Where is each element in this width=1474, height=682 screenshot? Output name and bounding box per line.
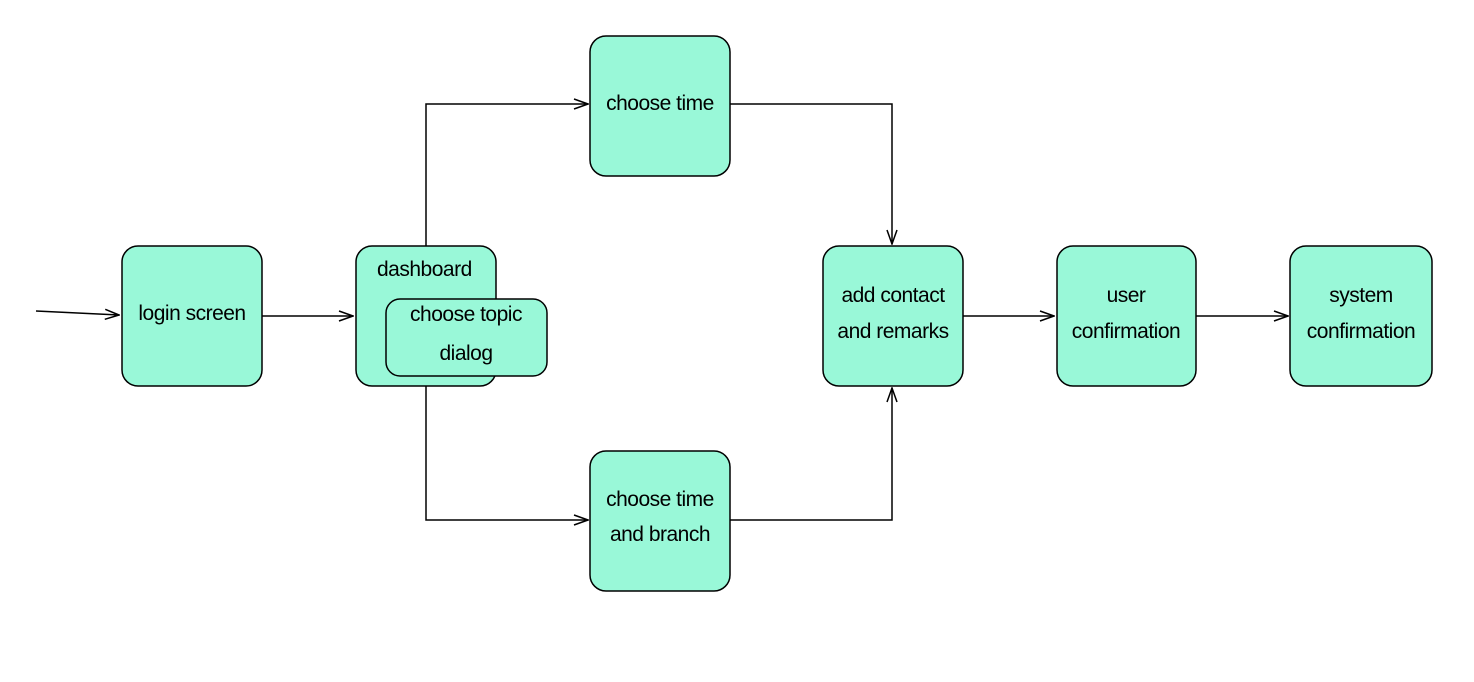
node-system-confirmation-label-1: system (1329, 284, 1393, 307)
node-add-contact-label-2: and remarks (837, 320, 948, 343)
node-choose-time: choose time (589, 35, 731, 177)
node-choose-time-and-branch-label-2: and branch (610, 523, 710, 546)
node-user-confirmation-label-2: confirmation (1072, 320, 1180, 343)
node-system-confirmation-label-2: confirmation (1307, 320, 1415, 343)
node-user-confirmation: user confirmation (1056, 245, 1197, 387)
edge-dashboard-to-choose-time (425, 104, 588, 246)
node-add-contact-and-remarks: add contact and remarks (822, 245, 964, 387)
node-choose-time-and-branch: choose time and branch (589, 450, 731, 592)
node-dashboard-label: dashboard (377, 258, 472, 281)
edge-start-to-login (35, 311, 119, 315)
node-choose-time-and-branch-label-1: choose time (606, 488, 714, 511)
node-choose-time-label-1: choose time (606, 92, 714, 115)
node-login-screen: login screen (121, 245, 263, 387)
node-user-confirmation-label-1: user (1107, 284, 1146, 307)
node-choose-topic-dialog: choose topic dialog (385, 298, 548, 377)
node-add-contact-label-1: add contact (841, 284, 945, 307)
node-choose-topic-dialog-label-1: choose topic (410, 303, 522, 326)
node-choose-topic-dialog-label-2: dialog (439, 342, 492, 365)
node-login-screen-label-1: login screen (138, 302, 245, 325)
edge-choose-time-to-add-contact (730, 103, 892, 244)
edge-dashboard-to-choose-time-branch (425, 386, 588, 520)
edge-choose-time-branch-to-add-contact (730, 388, 892, 521)
edges (35, 103, 1288, 521)
node-system-confirmation: system confirmation (1289, 245, 1433, 387)
